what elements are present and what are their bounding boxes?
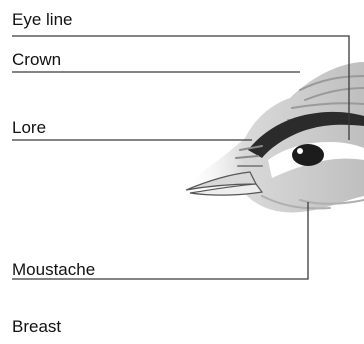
label-crown: Crown [12, 50, 61, 70]
bird-head-illustration [180, 62, 364, 213]
label-moustache: Moustache [12, 260, 95, 280]
label-eye-line: Eye line [12, 10, 72, 30]
eye-highlight [297, 148, 303, 154]
eye [292, 144, 324, 166]
label-lore: Lore [12, 118, 46, 138]
label-breast: Breast [12, 317, 61, 337]
